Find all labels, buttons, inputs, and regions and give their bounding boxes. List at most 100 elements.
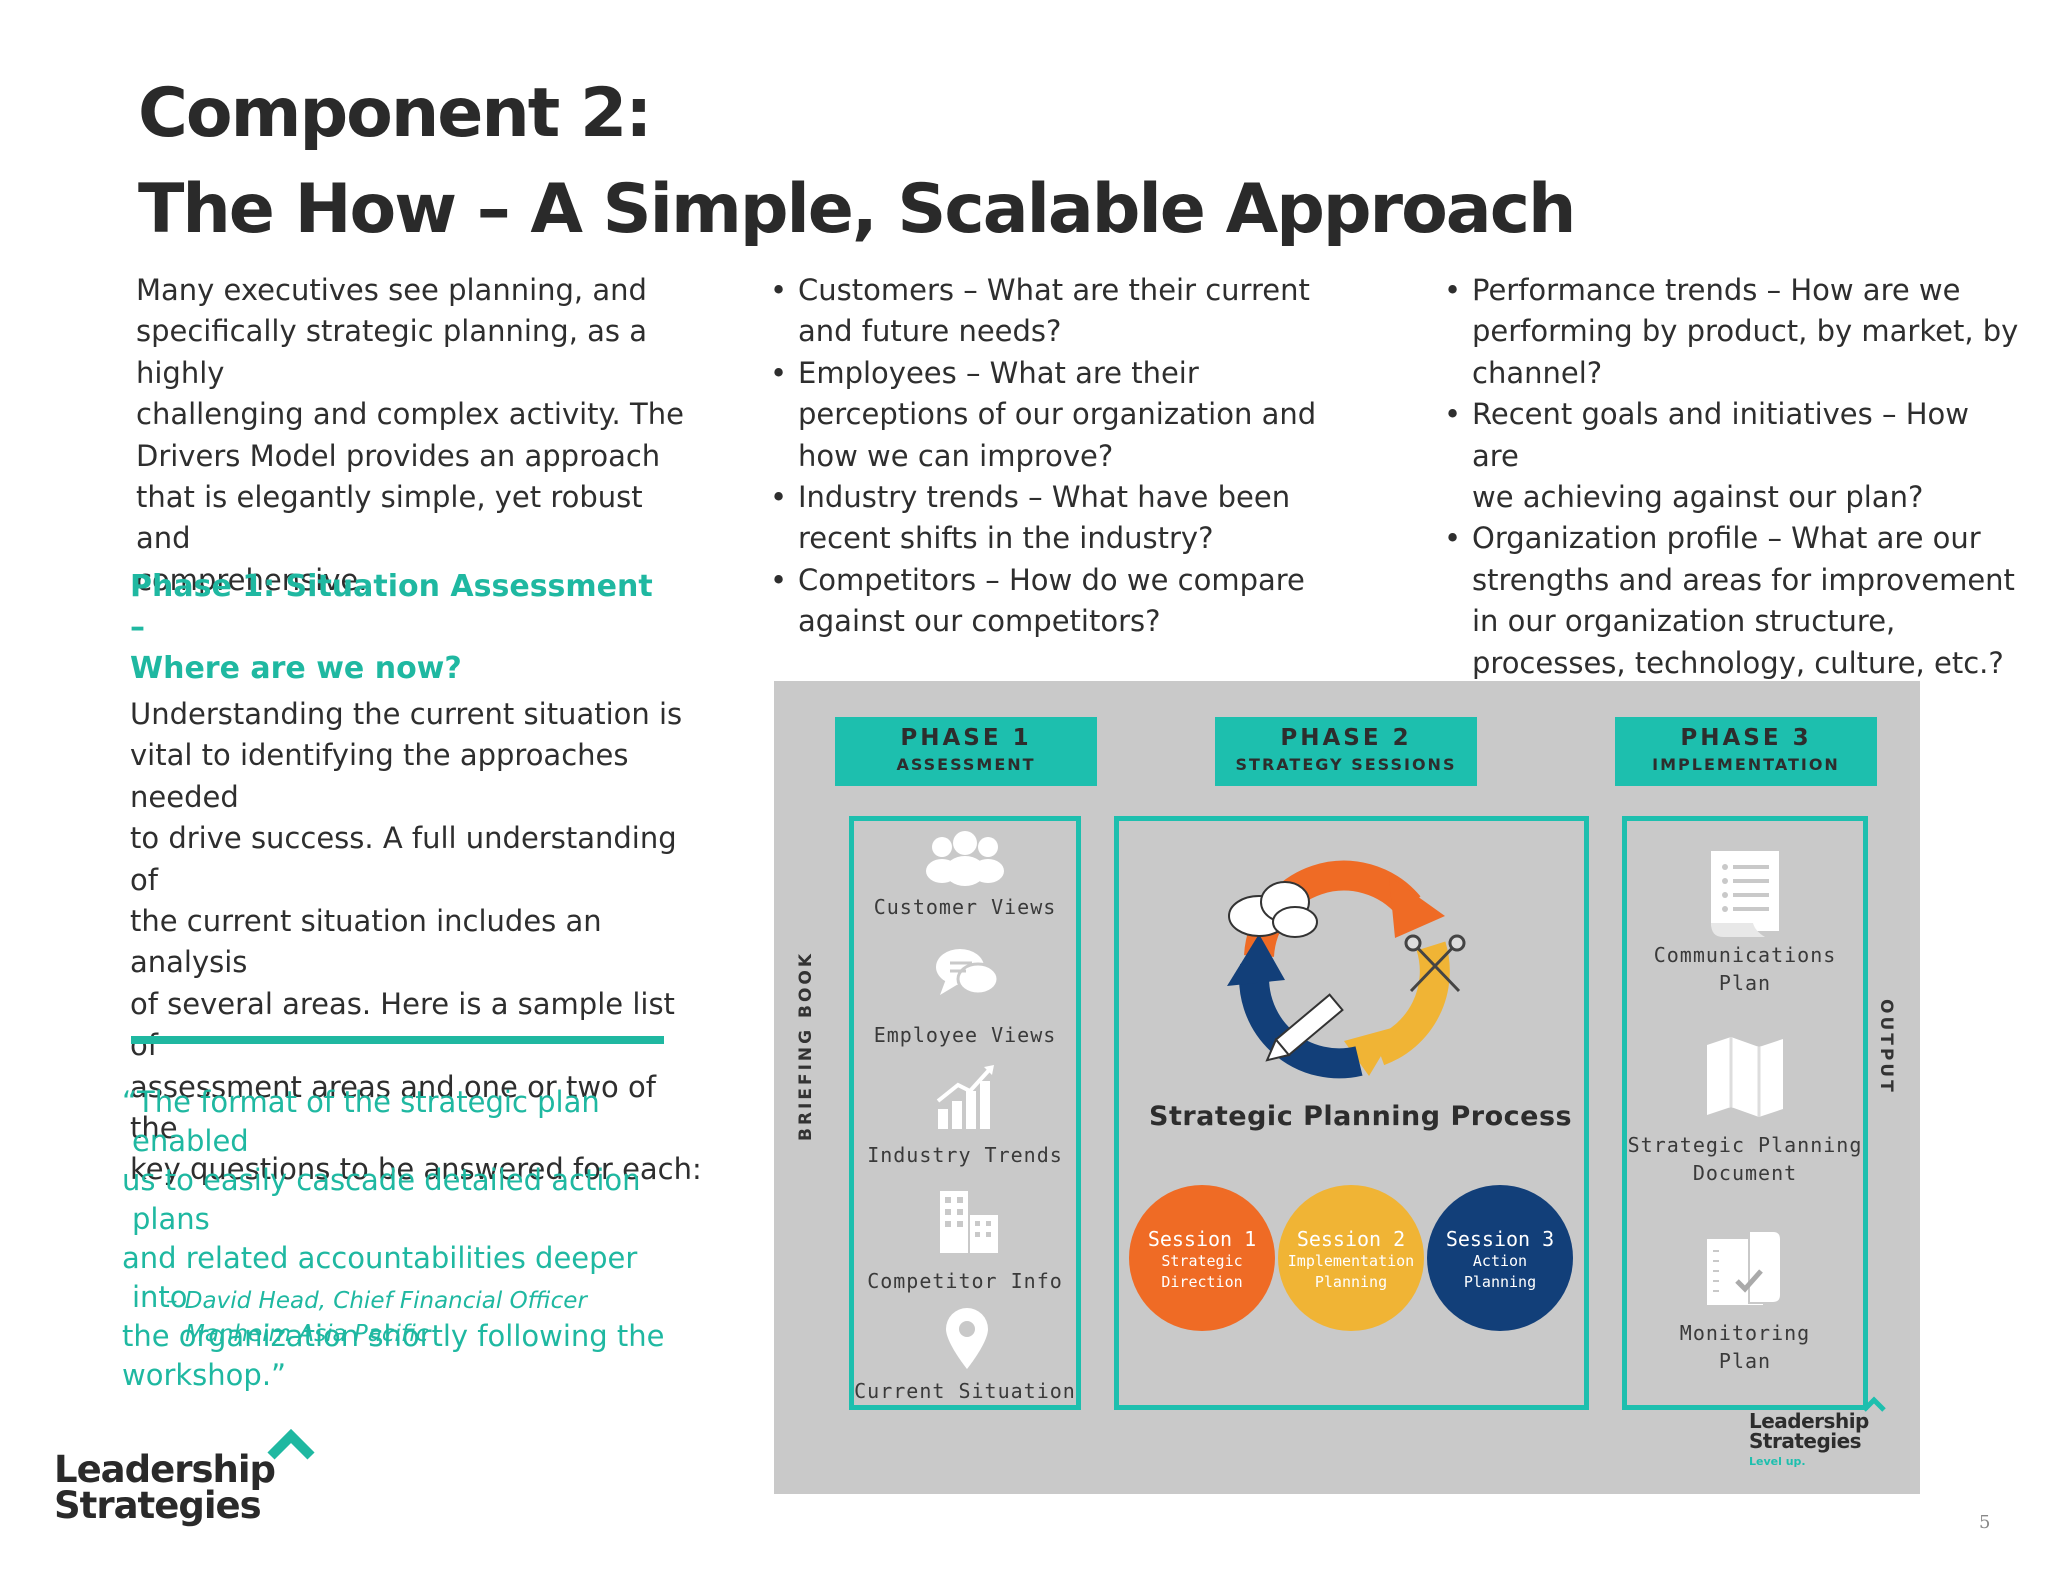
output-item-label: Communications Plan bbox=[1627, 941, 1863, 997]
bullet-customers: Customers – What are their current and f… bbox=[766, 270, 1326, 353]
quote-divider bbox=[131, 1036, 664, 1044]
assessment-column bbox=[849, 816, 1081, 1410]
phase-subtitle: STRATEGY SESSIONS bbox=[1235, 755, 1457, 774]
testimonial-quote: “The format of the strategic plan enable… bbox=[122, 1083, 692, 1395]
phase1-heading-line: Phase 1: Situation Assessment – bbox=[130, 569, 653, 645]
briefing-book-label: BRIEFING BOOK bbox=[796, 950, 816, 1141]
output-label-line: Strategic Planning bbox=[1627, 1133, 1863, 1157]
attribution-name: – David Head, Chief Financial Officer bbox=[166, 1288, 587, 1314]
quote-attribution: – David Head, Chief Financial Officer Ma… bbox=[166, 1285, 587, 1351]
buildings-icon bbox=[940, 1191, 998, 1253]
bullet-competitors: Competitors – How do we compare against … bbox=[766, 560, 1326, 643]
session-desc: Action bbox=[1472, 1252, 1528, 1270]
implementation-column bbox=[1622, 816, 1868, 1410]
phase1-body-line: to drive success. A full understanding o… bbox=[130, 821, 677, 897]
bullet-line: how we can improve? bbox=[798, 438, 1114, 473]
location-pin-icon bbox=[946, 1308, 988, 1369]
bullet-line: processes, technology, culture, etc.? bbox=[1472, 645, 2004, 680]
cycle-arrows-graphic bbox=[1227, 860, 1466, 1079]
diagram-logo-tagline: Level up. bbox=[1749, 1455, 1806, 1468]
bullet-performance-trends: Performance trends – How are we performi… bbox=[1440, 270, 2020, 394]
bullet-line: Performance trends – How are we bbox=[1472, 273, 1961, 307]
assessment-bullets-col3: Performance trends – How are we performi… bbox=[1440, 270, 2020, 684]
phase-title: PHASE 1 bbox=[900, 725, 1032, 751]
strategic-planning-process-title: Strategic Planning Process bbox=[1149, 1101, 1573, 1132]
bullet-industry-trends: Industry trends – What have been recent … bbox=[766, 477, 1326, 560]
tools-icon bbox=[1404, 934, 1466, 993]
diagram-logo-line: Strategies bbox=[1749, 1429, 1862, 1453]
attribution-company: Manheim Asia Pacific bbox=[185, 1321, 429, 1347]
phase-title: PHASE 2 bbox=[1280, 725, 1412, 751]
session-circle-1: Session 1 Strategic Direction bbox=[1129, 1185, 1275, 1331]
bullet-line: we achieving against our plan? bbox=[1472, 480, 1924, 515]
company-logo: Leadership Strategies bbox=[54, 1424, 324, 1534]
session-desc: Planning bbox=[1463, 1273, 1537, 1291]
intro-line: challenging and complex activity. The bbox=[136, 397, 684, 432]
output-label-line: Plan bbox=[1718, 971, 1772, 995]
session-name: Session 3 bbox=[1445, 1227, 1555, 1251]
output-label-line: Document bbox=[1692, 1161, 1798, 1185]
page-number: 5 bbox=[1979, 1512, 1991, 1533]
intro-paragraph: Many executives see planning, and specif… bbox=[136, 270, 696, 601]
session-circle-3: Session 3 Action Planning bbox=[1427, 1185, 1573, 1331]
session-desc: Implementation bbox=[1287, 1252, 1415, 1270]
phase-title: PHASE 3 bbox=[1680, 725, 1812, 751]
diagram-logo-line: Leadership bbox=[1749, 1409, 1869, 1433]
bullet-line: Customers – What are their current bbox=[798, 273, 1310, 307]
quote-line: workshop.” bbox=[122, 1358, 287, 1392]
output-label-line: Communications bbox=[1653, 943, 1837, 967]
output-label-line: Monitoring bbox=[1679, 1321, 1811, 1345]
output-label-line: Plan bbox=[1718, 1349, 1772, 1373]
document-list-icon bbox=[1711, 851, 1779, 937]
bullet-line: channel? bbox=[1472, 355, 1603, 390]
bullet-line: performing by product, by market, by bbox=[1472, 314, 2019, 349]
assessment-item-label: Industry Trends bbox=[867, 1143, 1063, 1167]
logo-text-line: Leadership bbox=[54, 1448, 276, 1491]
phase1-heading-line: Where are we now? bbox=[130, 651, 462, 686]
bullet-organization-profile: Organization profile – What are our stre… bbox=[1440, 518, 2020, 684]
phase-header-2: PHASE 2 STRATEGY SESSIONS bbox=[1215, 717, 1477, 786]
phase-subtitle: IMPLEMENTATION bbox=[1652, 755, 1840, 774]
assessment-item-label: Competitor Info bbox=[867, 1269, 1063, 1293]
phase1-body-line: vital to identifying the approaches need… bbox=[130, 738, 629, 814]
quote-line: the organization shortly following the bbox=[122, 1319, 665, 1353]
quote-line: and related accountabilities deeper into bbox=[122, 1241, 638, 1314]
phase1-body-line: assessment areas and one or two of the bbox=[130, 1069, 656, 1146]
page-title-line-2: The How – A Simple, Scalable Approach bbox=[138, 170, 1576, 249]
bullet-recent-goals: Recent goals and initiatives – How are w… bbox=[1440, 394, 2020, 518]
bullet-line: Organization profile – What are our bbox=[1472, 521, 1981, 556]
chat-bubbles-icon bbox=[936, 949, 1000, 996]
output-item-label: Strategic Planning Document bbox=[1627, 1131, 1863, 1187]
intro-line: Many executives see planning, and bbox=[136, 273, 647, 307]
session-desc: Strategic bbox=[1161, 1252, 1243, 1270]
phase1-body-line: of several areas. Here is a sample list … bbox=[130, 986, 675, 1063]
bullet-line: and future needs? bbox=[798, 314, 1062, 349]
phase1-body-line: key questions to be answered for each: bbox=[130, 1152, 702, 1187]
assessment-item-label: Customer Views bbox=[873, 895, 1057, 919]
bullet-employees: Employees – What are their perceptions o… bbox=[766, 353, 1326, 477]
bullet-line: Industry trends – What have been bbox=[798, 480, 1291, 515]
map-icon bbox=[1707, 1037, 1783, 1117]
people-icon bbox=[926, 831, 1004, 886]
intro-line: Drivers Model provides an approach bbox=[136, 438, 661, 473]
session-desc: Direction bbox=[1161, 1273, 1243, 1291]
phase1-body: Understanding the current situation is v… bbox=[130, 694, 710, 1191]
bullet-line: Recent goals and initiatives – How are bbox=[1472, 397, 1969, 473]
session-circle-2: Session 2 Implementation Planning bbox=[1278, 1185, 1424, 1331]
bullet-line: perceptions of our organization and bbox=[798, 397, 1317, 432]
quote-line: us to easily cascade detailed action pla… bbox=[122, 1163, 641, 1236]
phase1-body-line: the current situation includes an analys… bbox=[130, 904, 602, 980]
pencil-icon bbox=[1265, 993, 1344, 1062]
quote-line: “The format of the strategic plan enable… bbox=[122, 1085, 600, 1158]
strategy-sessions-column bbox=[1114, 816, 1589, 1410]
session-desc: Planning bbox=[1314, 1273, 1388, 1291]
session-name: Session 1 bbox=[1147, 1227, 1257, 1251]
checklist-icon bbox=[1707, 1230, 1782, 1305]
output-item-label: Monitoring Plan bbox=[1627, 1319, 1863, 1375]
bullet-line: against our competitors? bbox=[798, 604, 1161, 639]
bullet-line: Employees – What are their bbox=[798, 355, 1199, 390]
bullet-line: recent shifts in the industry? bbox=[798, 521, 1214, 556]
intro-line: specifically strategic planning, as a hi… bbox=[136, 314, 647, 390]
diagram-logo: Leadership Strategies Level up. bbox=[1749, 1396, 1886, 1468]
page-title-line-1: Component 2: bbox=[138, 74, 652, 153]
